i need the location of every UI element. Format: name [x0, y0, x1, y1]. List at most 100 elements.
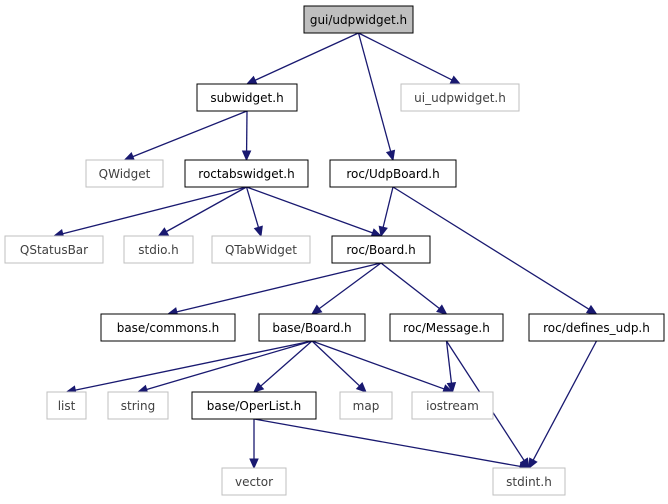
node-box — [196, 83, 298, 112]
node-box — [123, 235, 194, 264]
node-base-commons-h[interactable]: base/commons.h — [100, 313, 236, 342]
edge-roc-udpboard-h-to-roc-defines-udp-h — [392, 186, 598, 315]
node-label: map — [353, 399, 380, 413]
node-label: roctabswidget.h — [198, 167, 294, 181]
node-stdint-h: stdint.h — [492, 467, 566, 496]
node-label: QStatusBar — [20, 243, 88, 257]
edge-subwidget-h-to-qwidget — [123, 110, 248, 161]
node-roc-message-h[interactable]: roc/Message.h — [389, 313, 504, 342]
node-label: stdio.h — [138, 243, 178, 257]
edge-line — [245, 186, 260, 228]
node-label: subwidget.h — [210, 91, 283, 105]
arrowhead-icon — [585, 304, 598, 315]
edge-line — [253, 418, 521, 468]
node-box — [221, 467, 287, 496]
graph-nodes: gui/udpwidget.h subwidget.h ui_udpwidget.h… — [4, 5, 665, 496]
node-box — [85, 159, 164, 188]
edge-roc-board-h-to-roc-message-h — [380, 262, 448, 315]
arrowhead-icon — [123, 152, 136, 161]
edge-base-board-h-to-base-operlist-h — [253, 340, 313, 393]
arrowhead-icon — [378, 225, 388, 238]
edge-roc-board-h-to-base-board-h — [311, 262, 382, 315]
edge-line — [380, 262, 440, 309]
node-box — [4, 235, 104, 264]
edge-line — [532, 340, 598, 461]
node-qwidget: QWidget — [85, 159, 164, 188]
edge-roctabswidget-h-to-roc-board-h — [246, 186, 383, 238]
edge-base-board-h-to-iostream — [311, 340, 454, 394]
arrowhead-icon — [355, 382, 367, 393]
arrowhead-icon — [436, 304, 448, 315]
node-qtabwidget: QTabWidget — [211, 235, 311, 264]
node-base-board-h[interactable]: base/Board.h — [258, 313, 366, 342]
edge-line — [260, 340, 313, 387]
arrowhead-icon — [157, 227, 170, 237]
edge-roctabswidget-h-to-stdio-h — [157, 186, 247, 237]
edge-line — [382, 186, 394, 228]
node-stdio-h: stdio.h — [123, 235, 194, 264]
node-box — [100, 313, 236, 342]
arrowhead-icon — [449, 75, 462, 85]
edge-gui-udpwidget-h-to-ui-udpwidget-h — [358, 32, 462, 85]
node-box — [528, 313, 665, 342]
edge-line — [311, 340, 360, 387]
node-box — [389, 313, 504, 342]
node-subwidget-h[interactable]: subwidget.h — [196, 83, 298, 112]
node-roc-defines-udp-h[interactable]: roc/defines_udp.h — [528, 313, 665, 342]
node-label: base/Board.h — [272, 321, 351, 335]
node-roc-udpboard-h[interactable]: roc/UdpBoard.h — [329, 159, 457, 188]
node-label: QWidget — [99, 167, 151, 181]
edge-line — [445, 340, 453, 384]
arrowhead-icon — [249, 458, 259, 470]
edge-roc-defines-udp-h-to-stdint-h — [528, 340, 598, 470]
node-box — [107, 391, 169, 420]
node-list: list — [46, 391, 87, 420]
node-vector: vector — [221, 467, 287, 496]
node-base-operlist-h[interactable]: base/OperList.h — [191, 391, 317, 420]
edge-line — [132, 110, 248, 158]
node-box — [329, 159, 457, 188]
node-roc-board-h[interactable]: roc/Board.h — [331, 235, 431, 264]
node-box — [191, 391, 317, 420]
edge-base-board-h-to-map — [311, 340, 367, 393]
edge-line — [146, 340, 313, 391]
node-label: vector — [235, 475, 273, 489]
node-box — [411, 391, 494, 420]
edge-line — [246, 186, 373, 234]
node-gui-udpwidget-h[interactable]: gui/udpwidget.h — [303, 5, 414, 34]
arrowhead-icon — [253, 225, 263, 238]
edge-line — [318, 262, 382, 310]
arrowhead-icon — [245, 75, 258, 85]
node-qstatusbar: QStatusBar — [4, 235, 104, 264]
node-label: roc/defines_udp.h — [543, 321, 650, 335]
edge-line — [357, 32, 392, 152]
edge-base-board-h-to-list — [65, 340, 313, 395]
edge-line — [166, 186, 247, 233]
edge-roc-board-h-to-base-commons-h — [166, 262, 382, 317]
node-box — [211, 235, 311, 264]
node-label: ui_udpwidget.h — [414, 91, 506, 105]
arrowhead-icon — [528, 457, 538, 470]
arrowhead-icon — [311, 304, 323, 315]
node-label: list — [58, 399, 76, 413]
edge-subwidget-h-to-roctabswidget-h — [241, 110, 252, 162]
edge-roctabswidget-h-to-qtabwidget — [245, 186, 263, 238]
node-label: roc/Board.h — [346, 243, 415, 257]
node-ui-udpwidget-h: ui_udpwidget.h — [400, 83, 520, 112]
node-box — [331, 235, 431, 264]
node-roctabswidget-h[interactable]: roctabswidget.h — [184, 159, 309, 188]
node-label: iostream — [426, 399, 479, 413]
node-box — [492, 467, 566, 496]
edge-line — [311, 340, 445, 390]
node-box — [400, 83, 520, 112]
node-label: base/OperList.h — [207, 399, 301, 413]
node-box — [46, 391, 87, 420]
node-iostream: iostream — [411, 391, 494, 420]
edge-roctabswidget-h-to-qstatusbar — [52, 186, 247, 239]
node-box — [339, 391, 393, 420]
arrowhead-icon — [241, 150, 252, 162]
edge-base-operlist-h-to-stdint-h — [253, 418, 531, 472]
node-map: map — [339, 391, 393, 420]
node-label: gui/udpwidget.h — [310, 13, 407, 27]
